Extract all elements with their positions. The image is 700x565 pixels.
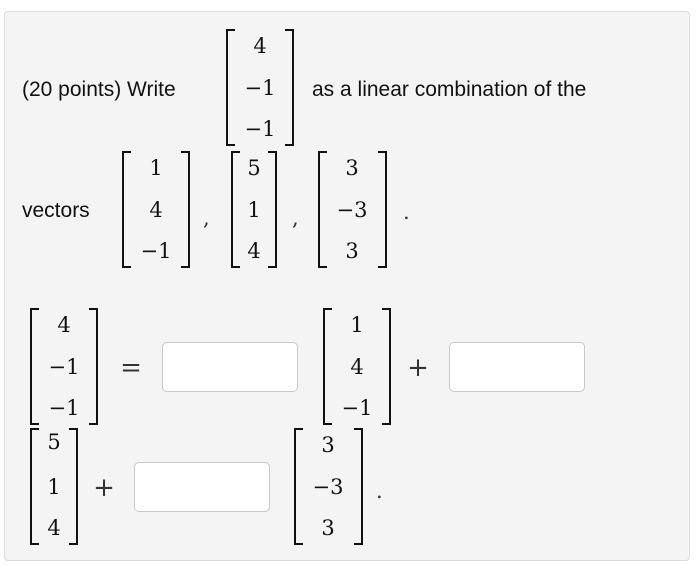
eq-basis-2-entry-3: 4 bbox=[47, 516, 61, 540]
basis-2-right-bracket bbox=[268, 151, 277, 268]
target-vector-entry-2: −1 bbox=[244, 76, 276, 100]
basis-3-left-bracket bbox=[318, 151, 327, 268]
eq-basis-3-left-bracket bbox=[294, 428, 303, 545]
basis-2-left-bracket bbox=[231, 151, 240, 268]
basis-2-entry-3: 4 bbox=[247, 239, 261, 263]
vectors-label: vectors bbox=[22, 199, 90, 222]
coefficient-input-3[interactable] bbox=[134, 462, 270, 512]
equals-sign: = bbox=[120, 353, 142, 383]
basis-2-entry-2: 1 bbox=[247, 198, 261, 222]
basis-3-entry-1: 3 bbox=[345, 156, 359, 180]
eq-basis-2-entry-2: 1 bbox=[47, 475, 61, 499]
basis-1-entry-3: −1 bbox=[140, 239, 172, 263]
comma-1: , bbox=[203, 206, 210, 230]
eq-target-left-bracket bbox=[30, 308, 39, 425]
eq-basis-1-entry-1: 1 bbox=[350, 313, 364, 337]
basis-1-entry-1: 1 bbox=[149, 156, 163, 180]
question-card bbox=[4, 11, 690, 561]
target-vector-right-bracket bbox=[285, 29, 294, 146]
eq-target-entry-3: −1 bbox=[48, 396, 80, 420]
eq-basis-2-entry-1: 5 bbox=[47, 430, 61, 454]
eq-basis-1-entry-2: 4 bbox=[350, 355, 364, 379]
prompt-start: (20 points) Write bbox=[22, 78, 176, 101]
basis-1-right-bracket bbox=[181, 151, 190, 268]
coefficient-input-1[interactable] bbox=[162, 342, 298, 392]
coefficient-input-2[interactable] bbox=[449, 342, 585, 392]
basis-1-left-bracket bbox=[122, 151, 131, 268]
basis-3-entry-3: 3 bbox=[345, 239, 359, 263]
eq-basis-3-entry-2: −3 bbox=[312, 475, 344, 499]
eq-basis-2-right-bracket bbox=[69, 428, 78, 545]
eq-basis-1-right-bracket bbox=[382, 308, 391, 425]
target-vector-entry-3: −1 bbox=[244, 117, 276, 141]
basis-3-right-bracket bbox=[378, 151, 387, 268]
eq-target-entry-2: −1 bbox=[48, 355, 80, 379]
eq-target-entry-1: 4 bbox=[57, 313, 71, 337]
basis-3-entry-2: −3 bbox=[336, 198, 368, 222]
eq-basis-1-entry-3: −1 bbox=[341, 396, 373, 420]
plus-sign-1: + bbox=[407, 353, 429, 383]
period-2: . bbox=[376, 479, 383, 503]
plus-sign-2: + bbox=[93, 473, 115, 503]
eq-basis-1-left-bracket bbox=[323, 308, 332, 425]
eq-basis-2-left-bracket bbox=[30, 428, 39, 545]
eq-basis-3-entry-1: 3 bbox=[321, 433, 335, 457]
comma-2: , bbox=[292, 206, 299, 230]
target-vector-entry-1: 4 bbox=[253, 34, 267, 58]
basis-1-entry-2: 4 bbox=[149, 198, 163, 222]
target-vector-left-bracket bbox=[226, 29, 235, 146]
period-1: . bbox=[403, 200, 410, 224]
eq-basis-3-right-bracket bbox=[354, 428, 363, 545]
eq-basis-3-entry-3: 3 bbox=[321, 516, 335, 540]
basis-2-entry-1: 5 bbox=[247, 156, 261, 180]
prompt-end: as a linear combination of the bbox=[312, 78, 587, 101]
eq-target-right-bracket bbox=[89, 308, 98, 425]
